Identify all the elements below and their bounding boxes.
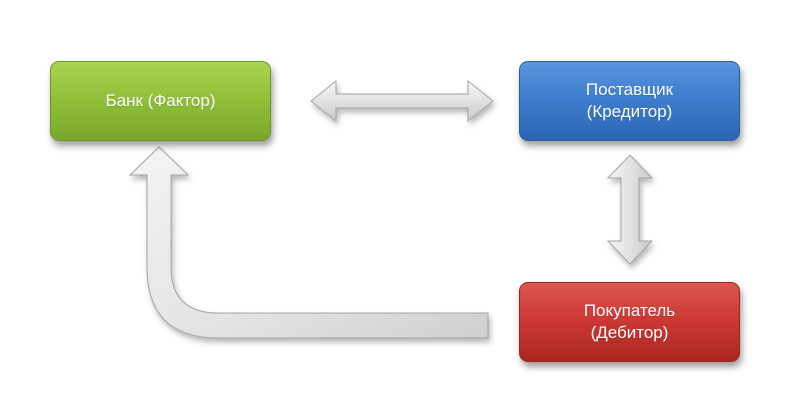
- node-bank-factor: Банк (Фактор): [50, 61, 271, 141]
- node-buyer-debtor: Покупатель (Дебитор): [519, 282, 740, 362]
- node-bank-label: Банк (Фактор): [105, 91, 216, 110]
- bent-arrow-buyer-bank: [128, 146, 489, 339]
- node-supplier-creditor: Поставщик (Кредитор): [519, 61, 740, 141]
- double-arrow-supplier-buyer: [606, 154, 654, 265]
- node-buyer-label: Покупатель (Дебитор): [583, 301, 676, 342]
- double-arrow-bank-supplier: [310, 79, 494, 123]
- node-supplier-label: Поставщик (Кредитор): [585, 80, 674, 121]
